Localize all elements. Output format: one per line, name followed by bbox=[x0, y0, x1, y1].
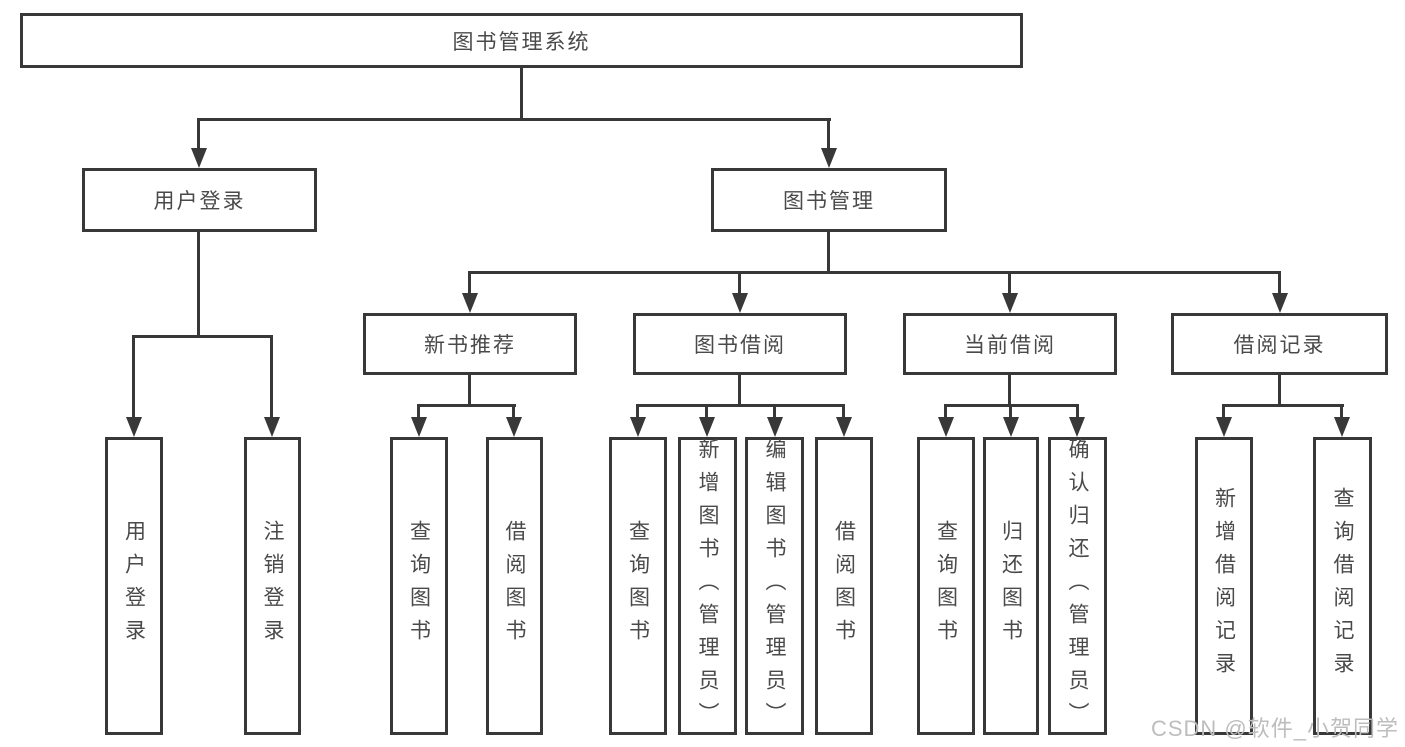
arrowhead-down bbox=[699, 417, 715, 437]
node-label: 归还图书 bbox=[999, 520, 1023, 652]
node-borrow-records: 借阅记录 bbox=[1171, 313, 1388, 375]
arrowhead-down bbox=[411, 417, 427, 437]
connector-line-h bbox=[132, 335, 273, 338]
connector-line-v bbox=[842, 404, 845, 420]
node-library-system: 图书管理系统 bbox=[20, 13, 1023, 68]
leaf-query-books: 查询图书 bbox=[609, 437, 667, 735]
node-label: 借阅图书 bbox=[832, 520, 856, 652]
connector-line-v bbox=[197, 232, 200, 338]
connector-line-v bbox=[1009, 404, 1012, 420]
leaf-user-login: 用户登录 bbox=[105, 437, 163, 735]
connector-line-h bbox=[636, 404, 845, 407]
arrowhead-down bbox=[1003, 417, 1019, 437]
connector-line-v bbox=[1008, 271, 1011, 296]
connector-line-v bbox=[827, 118, 830, 150]
node-label: 借阅图书 bbox=[503, 520, 526, 652]
node-user-login: 用户登录 bbox=[82, 168, 317, 232]
connector-line-h bbox=[1222, 404, 1344, 407]
connector-line-v bbox=[1008, 375, 1011, 407]
connector-line-v bbox=[944, 404, 947, 420]
leaf-query-books: 查询图书 bbox=[917, 437, 975, 735]
arrowhead-down bbox=[821, 148, 837, 168]
arrowhead-down bbox=[1216, 417, 1232, 437]
node-label: 图书管理 bbox=[783, 190, 875, 213]
node-label: 编辑图书（管理员） bbox=[763, 437, 786, 735]
connector-line-v bbox=[738, 375, 741, 407]
connector-line-h bbox=[197, 118, 831, 121]
connector-line-v bbox=[705, 404, 708, 420]
connector-line-v bbox=[1340, 404, 1343, 420]
arrowhead-down bbox=[506, 417, 522, 437]
arrowhead-down bbox=[836, 417, 852, 437]
arrowhead-down bbox=[126, 417, 142, 437]
node-label: 借阅记录 bbox=[1233, 334, 1326, 357]
leaf-query-books: 查询图书 bbox=[390, 437, 448, 735]
connector-line-v bbox=[738, 271, 741, 296]
connector-line-v bbox=[512, 404, 515, 420]
node-current-borrow: 当前借阅 bbox=[903, 313, 1117, 375]
node-label: 用户登录 bbox=[153, 190, 246, 213]
node-book-management: 图书管理 bbox=[711, 168, 947, 232]
node-label: 当前借阅 bbox=[964, 334, 1056, 357]
node-label: 新增图书（管理员） bbox=[696, 437, 719, 735]
connector-line-v bbox=[520, 66, 523, 121]
connector-line-v bbox=[468, 375, 471, 407]
connector-line-v bbox=[773, 404, 776, 420]
leaf-logout: 注销登录 bbox=[244, 437, 301, 735]
leaf-edit-books-admin: 编辑图书（管理员） bbox=[745, 437, 804, 735]
connector-line-v bbox=[1278, 271, 1281, 296]
arrowhead-down bbox=[1272, 293, 1288, 313]
arrowhead-down bbox=[462, 293, 478, 313]
arrowhead-down bbox=[191, 148, 207, 168]
node-label: 查询图书 bbox=[626, 520, 650, 652]
node-label: 查询图书 bbox=[934, 520, 958, 652]
connector-line-v bbox=[827, 232, 830, 274]
leaf-return-books: 归还图书 bbox=[983, 437, 1039, 735]
node-label: 图书管理系统 bbox=[452, 30, 591, 54]
connector-line-v bbox=[1222, 404, 1225, 420]
connector-line-h bbox=[468, 271, 1281, 274]
connector-line-v bbox=[270, 335, 273, 420]
arrowhead-down bbox=[630, 417, 646, 437]
arrowhead-down bbox=[1069, 417, 1085, 437]
node-label: 注销登录 bbox=[261, 520, 284, 652]
connector-line-v bbox=[1278, 375, 1281, 407]
leaf-add-books-admin: 新增图书（管理员） bbox=[678, 437, 737, 735]
leaf-query-borrow-record: 查询借阅记录 bbox=[1313, 437, 1372, 735]
node-label: 新增借阅记录 bbox=[1212, 487, 1236, 685]
connector-line-v bbox=[417, 404, 420, 420]
arrowhead-down bbox=[938, 417, 954, 437]
node-book-borrow: 图书借阅 bbox=[633, 313, 847, 375]
node-new-book-recommend: 新书推荐 bbox=[363, 313, 577, 375]
arrowhead-down bbox=[1334, 417, 1350, 437]
node-label: 新书推荐 bbox=[424, 334, 516, 357]
leaf-add-borrow-record: 新增借阅记录 bbox=[1195, 437, 1253, 735]
arrowhead-down bbox=[1002, 293, 1018, 313]
arrowhead-down bbox=[264, 417, 280, 437]
connector-line-v bbox=[468, 271, 471, 296]
node-label: 用户登录 bbox=[122, 520, 146, 652]
leaf-confirm-return-admin: 确认归还（管理员） bbox=[1048, 437, 1107, 735]
leaf-borrow-books: 借阅图书 bbox=[815, 437, 873, 735]
node-label: 查询图书 bbox=[407, 520, 431, 652]
connector-line-v bbox=[197, 118, 200, 150]
node-label: 图书借阅 bbox=[694, 334, 786, 357]
connector-line-v bbox=[636, 404, 639, 420]
csdn-watermark: CSDN @软件_小贺同学 bbox=[1150, 716, 1399, 741]
node-label: 查询借阅记录 bbox=[1331, 487, 1354, 685]
connector-line-v bbox=[132, 335, 135, 420]
arrowhead-down bbox=[732, 293, 748, 313]
node-label: 确认归还（管理员） bbox=[1066, 437, 1089, 735]
connector-line-v bbox=[1076, 404, 1079, 420]
leaf-borrow-books: 借阅图书 bbox=[486, 437, 543, 735]
arrowhead-down bbox=[767, 417, 783, 437]
connector-line-h bbox=[417, 404, 516, 407]
